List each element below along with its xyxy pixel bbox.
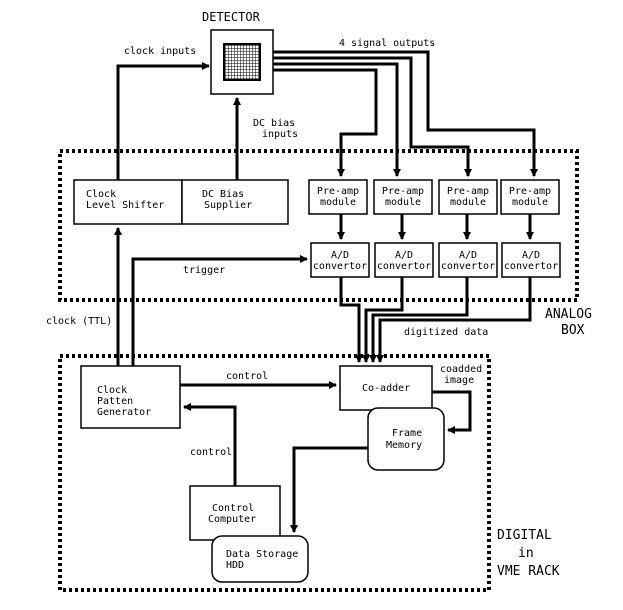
clock-pattern-generator-box [80, 365, 181, 429]
preamp-box [500, 179, 560, 215]
signal-outputs-label: 4 signal outputs [339, 38, 436, 49]
clock-generator-label: Clock [97, 385, 128, 396]
adc-label-2: convertor [312, 261, 368, 272]
coadded-image-arrow [432, 390, 472, 434]
adc-label: A/D [458, 250, 478, 261]
digitized-data-2 [362, 277, 404, 363]
coadded-image-label: coadded [440, 364, 483, 375]
preamp-box [438, 179, 498, 215]
signal-output-3 [273, 62, 401, 177]
clock-ttl-label: clock (TTL) [46, 316, 113, 327]
dc-bias-supplier-label-2: Supplier [204, 200, 253, 211]
digitized-data-4 [376, 277, 532, 363]
adc-box [374, 242, 434, 278]
digitized-data-1 [339, 277, 363, 363]
signal-output-4 [273, 68, 378, 177]
adc-box [310, 242, 370, 278]
dc-bias-supplier-box [181, 179, 289, 225]
preamp-label: Pre-amp [381, 186, 425, 197]
dc-bias-supplier-label: DC Bias [202, 189, 245, 200]
control-computer-label: Control [212, 503, 255, 514]
analog-box-label: ANALOG [545, 307, 592, 322]
digital-rack-frame [58, 354, 491, 592]
adc-label: A/D [330, 250, 350, 261]
control-label-left: control [190, 447, 233, 458]
clock-inputs-arrow [116, 62, 210, 180]
preamp-label: Pre-amp [446, 186, 490, 197]
frame-memory-label-2: Memory [386, 440, 423, 451]
preamp-label-2: module [449, 197, 487, 208]
analog-box-frame [58, 149, 579, 302]
digital-rack-label-2: in [518, 546, 534, 561]
clock-level-shifter-box [73, 179, 183, 225]
clock-level-shifter-label-2: Level Shifter [86, 200, 165, 211]
adc-label-2: convertor [503, 261, 559, 272]
clock-level-shifter-label: Clock [86, 189, 117, 200]
frame-memory-label: Frame [392, 428, 423, 439]
coadded-image-label-2: image [444, 375, 475, 386]
memory-to-storage-arrow [290, 446, 368, 533]
trigger-label: trigger [183, 265, 226, 276]
clock-inputs-label: clock inputs [124, 46, 197, 57]
preamp-label: Pre-amp [508, 186, 552, 197]
adc-label: A/D [521, 250, 541, 261]
data-storage-label-2: HDD [226, 560, 245, 571]
data-storage-box [211, 535, 309, 583]
digital-rack-label: DIGITAL [497, 528, 552, 543]
dc-bias-inputs-label-2: inputs [262, 129, 299, 140]
detector-array-icon [223, 43, 261, 81]
preamp-label-2: module [511, 197, 549, 208]
co-adder-label: Co-adder [362, 383, 411, 394]
adc-label-2: convertor [376, 261, 432, 272]
digitized-data-3 [369, 277, 469, 363]
trigger-arrow [131, 255, 308, 366]
clock-generator-label-2: Patten [97, 396, 134, 407]
control-label-top: control [226, 371, 269, 382]
dc-bias-inputs-label: DC bias [253, 118, 296, 129]
detector-title: DETECTOR [202, 10, 260, 24]
control-computer-box [189, 485, 281, 541]
frame-memory-box [367, 407, 445, 471]
clock-generator-label-3: Generator [97, 407, 152, 418]
preamp-label-2: module [384, 197, 422, 208]
preamp-label: Pre-amp [316, 186, 360, 197]
preamp-label-2: module [319, 197, 357, 208]
control-computer-label-2: Computer [208, 514, 257, 525]
signal-output-1 [273, 50, 538, 177]
co-adder-box [339, 365, 433, 411]
digitized-data-label: digitized data [404, 327, 489, 338]
preamp-box [308, 179, 368, 215]
analog-box-label-2: BOX [561, 323, 585, 338]
adc-label: A/D [394, 250, 414, 261]
control-to-generator-arrow [183, 403, 237, 486]
signal-output-2 [273, 56, 472, 177]
adc-label-2: convertor [440, 261, 496, 272]
digital-rack-label-3: VME RACK [497, 564, 560, 579]
data-storage-label: Data Storage [226, 549, 299, 560]
adc-box [501, 242, 561, 278]
